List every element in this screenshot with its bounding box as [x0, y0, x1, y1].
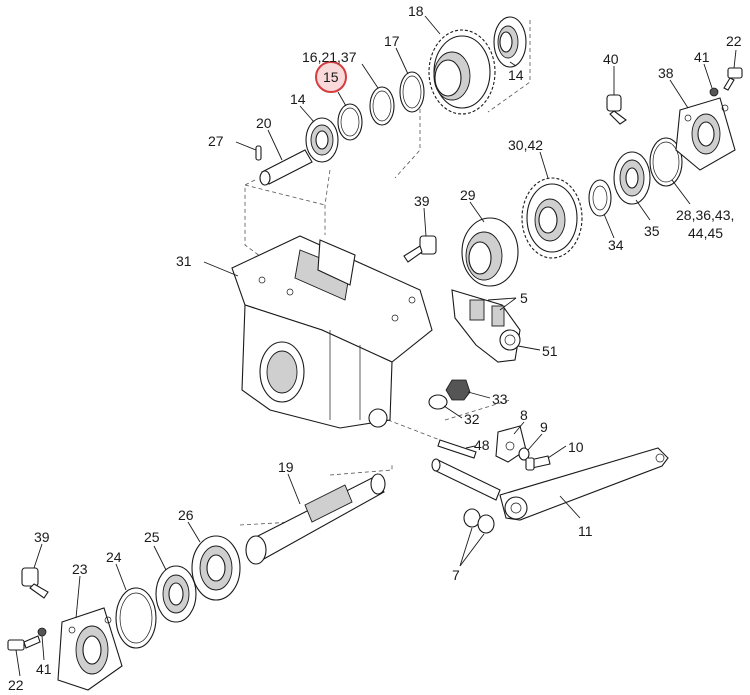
- label-33[interactable]: 33: [492, 391, 508, 407]
- washer-part-41-bottom[interactable]: [37, 627, 47, 637]
- label-22-top[interactable]: 22: [726, 33, 742, 49]
- label-22-bottom[interactable]: 22: [8, 677, 24, 693]
- seal-ring-part-24[interactable]: [115, 587, 157, 649]
- breather-part-39-bottom[interactable]: [21, 567, 49, 599]
- label-8[interactable]: 8: [520, 407, 528, 423]
- bearing-part-14-top[interactable]: [493, 16, 527, 68]
- label-51[interactable]: 51: [542, 343, 558, 359]
- label-7[interactable]: 7: [452, 567, 460, 583]
- label-11[interactable]: 11: [578, 523, 593, 539]
- label-27[interactable]: 27: [208, 133, 224, 149]
- snap-ring-part-17[interactable]: [399, 71, 425, 113]
- plug-part-33[interactable]: [445, 379, 471, 401]
- label-39-bottom[interactable]: 39: [34, 529, 50, 545]
- washer-part-15[interactable]: [337, 103, 363, 141]
- label-32[interactable]: 32: [464, 411, 480, 427]
- bearing-part-14-left[interactable]: [305, 117, 339, 163]
- label-28-36-43[interactable]: 28,36,43,: [676, 207, 734, 223]
- shaft-part-20[interactable]: [259, 149, 313, 186]
- bolt-part-22-bottom[interactable]: [7, 635, 41, 651]
- label-14-left[interactable]: 14: [290, 91, 306, 107]
- part-labels: 18 14 16,21,37 15 17 14 20 27 40 38 41 2…: [8, 3, 742, 693]
- label-24[interactable]: 24: [106, 549, 122, 565]
- pin-part-48[interactable]: [437, 439, 477, 459]
- bearing-part-26[interactable]: [191, 535, 241, 601]
- label-15[interactable]: 15: [323, 69, 339, 85]
- coupling-part-29[interactable]: [461, 217, 519, 287]
- shift-rod[interactable]: [431, 458, 501, 501]
- label-35[interactable]: 35: [644, 223, 660, 239]
- label-30-42[interactable]: 30,42: [508, 137, 543, 153]
- washer-part-9[interactable]: [518, 447, 530, 461]
- label-31[interactable]: 31: [176, 253, 192, 269]
- label-38[interactable]: 38: [658, 65, 674, 81]
- shift-fork-parts-5-51[interactable]: [451, 289, 521, 363]
- label-41-bottom[interactable]: 41: [36, 661, 52, 677]
- label-17[interactable]: 17: [384, 33, 400, 49]
- label-39-middle[interactable]: 39: [414, 193, 430, 209]
- leader-lines: [15, 15, 737, 677]
- housing-part-31[interactable]: [231, 235, 433, 429]
- cover-part-38[interactable]: [675, 97, 736, 171]
- lever-part-11[interactable]: [499, 447, 669, 521]
- label-34[interactable]: 34: [608, 237, 624, 253]
- highlight-circle-part-15: [315, 61, 347, 93]
- bolt-part-10[interactable]: [525, 455, 551, 471]
- label-10[interactable]: 10: [568, 439, 584, 455]
- label-29[interactable]: 29: [460, 187, 476, 203]
- output-shaft-part-19[interactable]: [245, 473, 386, 565]
- label-25[interactable]: 25: [144, 529, 160, 545]
- gear-part-18[interactable]: [428, 29, 496, 115]
- label-5[interactable]: 5: [520, 290, 528, 306]
- label-26[interactable]: 26: [178, 507, 194, 523]
- label-40[interactable]: 40: [603, 51, 619, 67]
- label-20[interactable]: 20: [256, 115, 272, 131]
- label-23[interactable]: 23: [72, 561, 88, 577]
- label-48[interactable]: 48: [474, 437, 490, 453]
- ring-part-34[interactable]: [588, 179, 612, 217]
- cover-part-23[interactable]: [57, 607, 123, 691]
- detent-plate-part-8[interactable]: [495, 425, 527, 463]
- label-14-top[interactable]: 14: [508, 67, 524, 83]
- bolt-part-22-top[interactable]: [723, 67, 743, 91]
- label-18[interactable]: 18: [408, 3, 424, 19]
- label-16-21-37[interactable]: 16,21,37: [302, 49, 357, 65]
- bearing-part-25[interactable]: [155, 565, 197, 623]
- label-9[interactable]: 9: [540, 419, 548, 435]
- breather-part-40[interactable]: [606, 94, 627, 125]
- pin-part-27[interactable]: [255, 145, 262, 161]
- label-19[interactable]: 19: [278, 459, 294, 475]
- o-rings-part-7[interactable]: [463, 508, 495, 534]
- breather-part-39-middle[interactable]: [403, 235, 437, 263]
- gear-part-30-42[interactable]: [521, 177, 583, 259]
- washer-part-32[interactable]: [428, 394, 448, 410]
- label-44-45[interactable]: 44,45: [688, 225, 723, 241]
- label-41-top[interactable]: 41: [694, 49, 710, 65]
- washer-part-41-top[interactable]: [709, 87, 719, 97]
- seal-ring-parts-28-36-43-44-45[interactable]: [649, 137, 683, 187]
- ring-parts-16-21-37[interactable]: [369, 86, 395, 126]
- bearing-part-35[interactable]: [613, 151, 651, 205]
